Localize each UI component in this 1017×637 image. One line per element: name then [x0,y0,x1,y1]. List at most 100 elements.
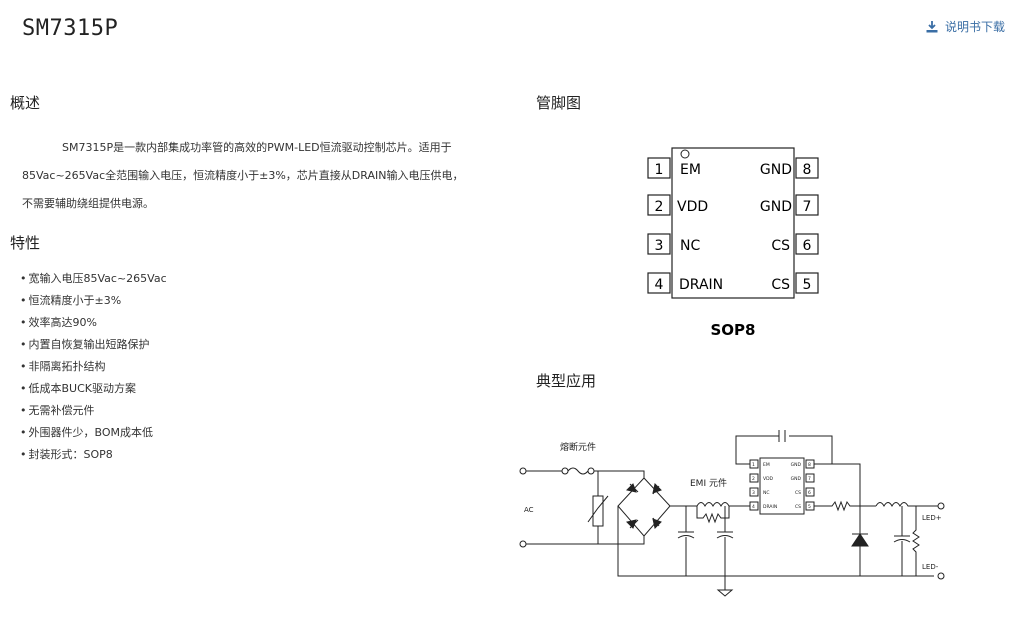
svg-text:VDD: VDD [677,199,708,215]
output-inductor [875,502,938,508]
schematic-chip [759,457,805,515]
schematic-chip-labels: 1 2 3 4 8 7 6 5 EM VDD NC DRAIN GND GND … [752,462,811,510]
svg-text:NC: NC [680,238,700,254]
right-pin-5: 5 CS [771,272,819,294]
svg-text:6: 6 [808,490,811,496]
feedback-cap [735,430,833,465]
emi-resistor [696,506,730,524]
gnd-wire [814,463,861,576]
bottom-wire [526,536,645,545]
emi-inductor [696,502,730,508]
overview-heading: 概述 [10,94,41,112]
svg-text:8: 8 [803,162,812,178]
feature-item: 低成本BUCK驱动方案 [20,378,167,400]
overview-line: SM7315P是一款内部集成功率管的高效的PWM-LED恒流驱动控制芯片。适用于 [62,141,452,154]
svg-text:NC: NC [763,490,770,496]
feature-item: 宽输入电压85Vac~265Vac [20,268,167,290]
right-pin-6: 6 CS [771,233,819,255]
download-label: 说明书下载 [944,20,1005,34]
svg-text:CS: CS [771,238,790,254]
ground-symbol [716,576,734,597]
ac-label: AC [524,506,534,514]
svg-text:EM: EM [680,162,701,178]
feature-item: 内置自恢复输出短路保护 [20,334,167,356]
led-minus-terminal [937,572,945,580]
svg-text:5: 5 [808,504,811,510]
right-pin-7: 7 GND [760,194,819,216]
svg-text:4: 4 [655,277,664,293]
svg-text:2: 2 [752,476,755,482]
download-icon [926,20,938,32]
left-pin-3: 3 NC [647,233,700,255]
dc-return-rail [617,506,934,577]
svg-text:1: 1 [752,462,755,468]
svg-text:6: 6 [803,238,812,254]
bridge-diode-4 [652,517,662,529]
svg-text:CS: CS [795,504,801,510]
package-label: SOP8 [711,321,756,339]
pin1-marker [680,149,690,159]
feature-item: 无需补偿元件 [20,400,167,422]
feature-item: 恒流精度小于±3% [20,290,167,312]
bridge-diode-3 [626,519,639,529]
svg-text:5: 5 [803,277,812,293]
input-cap-2 [716,506,734,576]
right-pin-8: 8 GND [760,157,819,179]
left-pin-2: 2 VDD [647,194,708,216]
application-heading: 典型应用 [536,372,597,390]
download-manual-link[interactable]: 说明书下载 [925,18,1005,35]
features-heading: 特性 [10,234,41,252]
led-plus-label: LED+ [922,514,942,522]
fuse-label: 熔断元件 [560,441,596,453]
led-plus-terminal [937,502,945,510]
svg-text:GND: GND [760,162,792,178]
ac-terminal-bottom [519,540,527,548]
svg-text:3: 3 [752,490,755,496]
emi-label: EMI 元件 [690,477,727,489]
page-title: SM7315P [22,16,119,41]
feature-item: 效率高达90% [20,312,167,334]
pinout-diagram: 1 EM 2 VDD 3 NC 4 DRAIN 8 GND 7 GND 6 CS… [647,147,819,339]
svg-text:7: 7 [808,476,811,482]
input-cap-1 [677,506,695,576]
feature-item: 非隔离拓扑结构 [20,356,167,378]
bridge-diamond [617,477,671,537]
svg-text:8: 8 [808,462,811,468]
fuse-icon [567,467,589,475]
ac-terminal-top [519,467,527,475]
led-minus-label: LED- [922,563,939,571]
feature-item: 外围器件少，BOM成本低 [20,422,167,444]
svg-text:CS: CS [771,277,790,293]
svg-text:GND: GND [791,462,802,468]
svg-text:1: 1 [655,162,664,178]
bridge-diode-2 [652,483,662,495]
left-pin-4: 4 DRAIN [647,272,723,294]
svg-text:DRAIN: DRAIN [679,277,723,293]
svg-text:GND: GND [791,476,802,482]
load-resistor [912,506,920,576]
varistor-slash [587,495,609,523]
wire-to-bridge-top [594,470,645,478]
fuse-end-left [561,467,569,475]
svg-text:2: 2 [655,199,664,215]
svg-text:EM: EM [763,462,770,468]
overview-paragraph: SM7315P是一款内部集成功率管的高效的PWM-LED恒流驱动控制芯片。适用于… [22,134,492,218]
fuse-end-right [587,467,595,475]
overview-line: 不需要辅助绕组提供电源。 [22,197,154,210]
feature-item: 封装形式：SOP8 [20,444,167,466]
varistor-body [592,495,604,527]
features-list: 宽输入电压85Vac~265Vac 恒流精度小于±3% 效率高达90% 内置自恢… [20,268,167,466]
freewheel-diode [851,506,869,576]
bridge-diode-1 [626,483,639,493]
left-pin-1: 1 EM [647,157,701,179]
svg-text:7: 7 [803,199,812,215]
svg-text:CS: CS [795,490,801,496]
cs-resistor [814,500,876,512]
output-cap [893,506,911,576]
svg-text:DRAIN: DRAIN [763,504,777,510]
chip-body [671,147,795,299]
pinout-heading: 管脚图 [536,94,582,112]
overview-line: 85Vac~265Vac全范围输入电压，恒流精度小于±3%，芯片直接从DRAIN… [22,169,464,182]
svg-text:3: 3 [655,238,664,254]
svg-text:GND: GND [760,199,792,215]
